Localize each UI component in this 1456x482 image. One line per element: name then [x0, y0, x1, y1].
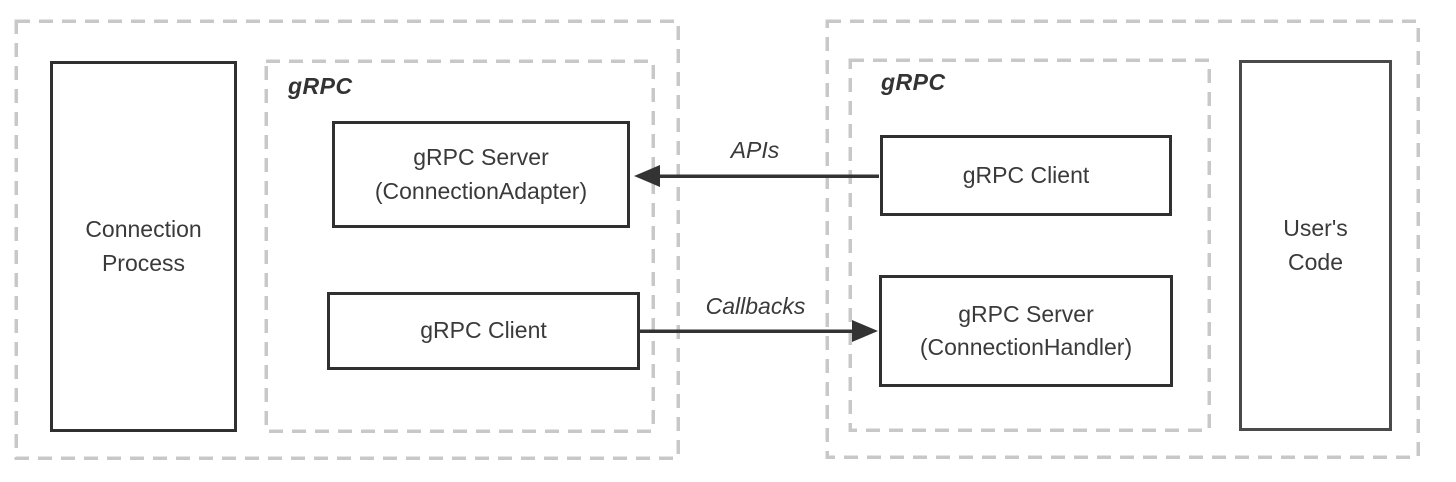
callbacks-arrowhead-icon [852, 320, 878, 342]
left-grpc-client-box: gRPC Client [327, 292, 640, 370]
grpc-server-connection-handler-box: gRPC Server (ConnectionHandler) [879, 275, 1173, 387]
apis-arrow-label: APIs [730, 137, 780, 163]
left-grpc-container-label: gRPC [288, 73, 353, 99]
callbacks-arrow-label: Callbacks [705, 293, 806, 319]
grpc-server-connection-adapter-box: gRPC Server (ConnectionAdapter) [332, 121, 630, 228]
connection-process-box: Connection Process [50, 61, 237, 432]
right-grpc-container-label: gRPC [881, 69, 946, 95]
left-grpc-dashed-container [264, 59, 655, 433]
apis-arrowhead-icon [634, 165, 660, 187]
users-code-box: User's Code [1239, 60, 1392, 431]
right-grpc-client-box: gRPC Client [880, 135, 1172, 216]
